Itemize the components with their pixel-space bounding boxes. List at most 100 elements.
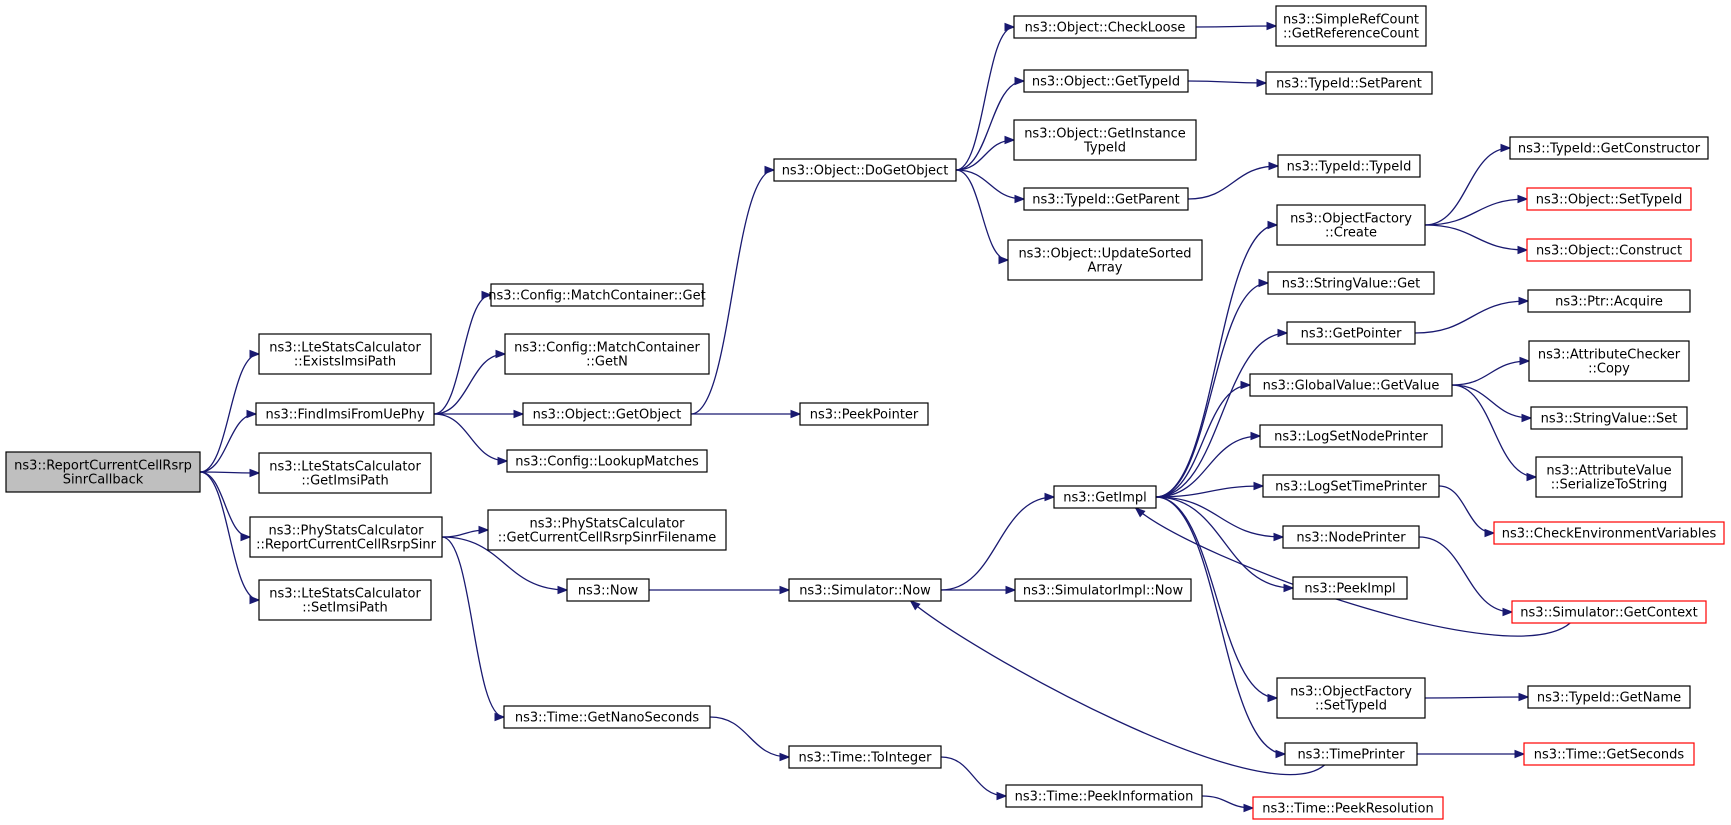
node-log-time[interactable]: ns3::LogSetTimePrinter (1262, 474, 1440, 498)
node-obj-construct[interactable]: ns3::Object::Construct (1526, 238, 1692, 262)
arrowhead-get-impl-to-get-pointer (1277, 328, 1289, 338)
node-do-get-object[interactable]: ns3::Object::DoGetObject (773, 158, 957, 182)
arrowhead-do-get-object-to-get-type-id (1014, 76, 1026, 86)
node-set-parent[interactable]: ns3::TypeId::SetParent (1265, 71, 1433, 95)
edge-sim-now-to-get-impl (940, 496, 1055, 591)
node-node-printer[interactable]: ns3::NodePrinter (1282, 525, 1420, 549)
arrowhead-get-impl-to-log-time (1253, 481, 1265, 491)
node-log-node[interactable]: ns3::LogSetNodePrinter (1259, 424, 1443, 448)
node-box (1013, 119, 1197, 161)
edge-do-get-object-to-check-loose (955, 26, 1015, 171)
node-label: ns3::Now (578, 584, 639, 599)
node-peek-impl[interactable]: ns3::PeekImpl (1292, 576, 1408, 600)
node-box (1005, 784, 1203, 808)
arrowhead-to-integer-to-peek-info (996, 791, 1008, 801)
arrowhead-root-to-exists-imsi (249, 349, 261, 359)
node-label: ns3::Object::GetTypeId (1032, 75, 1180, 90)
node-peek-res[interactable]: ns3::Time::PeekResolution (1252, 796, 1444, 820)
node-check-loose[interactable]: ns3::Object::CheckLoose (1013, 15, 1197, 39)
node-lookup[interactable]: ns3::Config::LookupMatches (506, 449, 708, 473)
node-to-integer[interactable]: ns3::Time::ToInteger (788, 745, 942, 769)
node-get-impl[interactable]: ns3::GetImpl (1053, 485, 1157, 509)
arrowhead-sim-now-to-sim-impl-now (1005, 585, 1017, 595)
node-mc-get-n[interactable]: ns3::Config::MatchContainer::GetN (504, 333, 710, 375)
node-box (1023, 187, 1189, 211)
arrowhead-phys-report-to-now (557, 585, 569, 595)
node-sim-now[interactable]: ns3::Simulator::Now (788, 578, 942, 602)
node-get-object[interactable]: ns3::Object::GetObject (522, 402, 692, 426)
arrowhead-root-to-find-imsi (246, 409, 258, 419)
node-label: ns3::Object::GetInstance (1024, 127, 1186, 142)
node-box (1523, 742, 1695, 766)
node-exists-imsi[interactable]: ns3::LteStatsCalculator::ExistsImsiPath (258, 333, 432, 375)
node-ptr-acquire[interactable]: ns3::Ptr::Acquire (1527, 289, 1691, 313)
node-av-serialize[interactable]: ns3::AttributeValue::SerializeToString (1535, 456, 1683, 498)
node-of-set-type-id[interactable]: ns3::ObjectFactory::SetTypeId (1276, 677, 1426, 719)
node-box (1053, 485, 1157, 509)
node-box (1276, 204, 1426, 246)
node-label: ns3::Object::Construct (1536, 244, 1682, 259)
node-get-imsi-path[interactable]: ns3::LteStatsCalculator::GetImsiPath (258, 452, 432, 494)
node-phys-report[interactable]: ns3::PhyStatsCalculator::ReportCurrentCe… (249, 516, 443, 558)
node-box (1249, 373, 1453, 397)
node-label: ns3::PhyStatsCalculator (268, 524, 424, 539)
arrowhead-sim-get-context-to-get-impl (1134, 507, 1146, 518)
node-get-nano[interactable]: ns3::Time::GetNanoSeconds (503, 705, 711, 729)
node-get-type-id[interactable]: ns3::Object::GetTypeId (1023, 69, 1189, 93)
node-peek-info[interactable]: ns3::Time::PeekInformation (1005, 784, 1203, 808)
node-tid-get-name[interactable]: ns3::TypeId::GetName (1527, 685, 1691, 709)
node-box (1284, 742, 1418, 766)
node-tid-get-parent[interactable]: ns3::TypeId::GetParent (1023, 187, 1189, 211)
node-get-constructor[interactable]: ns3::TypeId::GetConstructor (1509, 136, 1709, 160)
node-label: ns3::CheckEnvironmentVariables (1502, 527, 1717, 542)
node-box (1262, 474, 1440, 498)
node-label: ::GetCurrentCellRsrpSinrFilename (498, 531, 717, 546)
node-label: ns3::Object::SetTypeId (1536, 193, 1682, 208)
edge-get-impl-to-peek-impl (1155, 496, 1294, 589)
node-of-create[interactable]: ns3::ObjectFactory::Create (1276, 204, 1426, 246)
node-box (799, 402, 929, 426)
node-sim-get-context[interactable]: ns3::Simulator::GetContext (1511, 600, 1707, 624)
node-label: ns3::Config::MatchContainer::Get (488, 289, 705, 304)
arrowhead-do-get-object-to-tid-get-parent (1014, 194, 1026, 204)
edge-do-get-object-to-get-type-id (955, 80, 1025, 171)
node-get-pointer[interactable]: ns3::GetPointer (1286, 321, 1416, 345)
node-sv-get[interactable]: ns3::StringValue::Get (1267, 271, 1435, 295)
arrowhead-time-printer-to-sim-now (909, 600, 921, 611)
edge-root-to-set-imsi-path (199, 471, 260, 601)
node-ac-copy[interactable]: ns3::AttributeChecker::Copy (1528, 340, 1690, 382)
node-label: ns3::GetImpl (1063, 491, 1147, 506)
node-gv-get-value[interactable]: ns3::GlobalValue::GetValue (1249, 373, 1453, 397)
edge-of-create-to-obj-set-type-id (1424, 198, 1528, 226)
node-label: ns3::PeekImpl (1304, 582, 1395, 597)
node-box (1530, 406, 1688, 430)
node-tid-type-id[interactable]: ns3::TypeId::TypeId (1277, 154, 1421, 178)
node-label: ns3::PeekPointer (810, 408, 919, 423)
node-get-filename[interactable]: ns3::PhyStatsCalculator::GetCurrentCellR… (487, 509, 727, 551)
node-sv-set[interactable]: ns3::StringValue::Set (1530, 406, 1688, 430)
arrowhead-get-impl-to-node-printer (1273, 532, 1285, 542)
node-box (1276, 677, 1426, 719)
arrowhead-get-type-id-to-set-parent (1256, 78, 1268, 88)
node-time-printer[interactable]: ns3::TimePrinter (1284, 742, 1418, 766)
node-sim-impl-now[interactable]: ns3::SimulatorImpl::Now (1014, 578, 1192, 602)
node-label: ns3::GlobalValue::GetValue (1263, 379, 1440, 394)
node-peek-pointer[interactable]: ns3::PeekPointer (799, 402, 929, 426)
node-set-imsi-path[interactable]: ns3::LteStatsCalculator::SetImsiPath (258, 579, 432, 621)
node-ref-count[interactable]: ns3::SimpleRefCount::GetReferenceCount (1275, 5, 1427, 47)
node-obj-set-type-id[interactable]: ns3::Object::SetTypeId (1526, 187, 1692, 211)
node-check-env[interactable]: ns3::CheckEnvironmentVariables (1493, 521, 1725, 545)
node-now[interactable]: ns3::Now (566, 578, 650, 602)
node-time-get-seconds[interactable]: ns3::Time::GetSeconds (1523, 742, 1695, 766)
edge-get-impl-to-get-pointer (1155, 332, 1288, 498)
node-label: ns3::ObjectFactory (1290, 212, 1412, 227)
edge-to-integer-to-peek-info (940, 756, 1007, 797)
node-find-imsi[interactable]: ns3::FindImsiFromUePhy (255, 402, 435, 426)
node-mc-get[interactable]: ns3::Config::MatchContainer::Get (488, 283, 706, 307)
edge-get-impl-to-time-printer (1155, 496, 1286, 755)
arrowhead-phys-report-to-get-nano (494, 712, 506, 722)
